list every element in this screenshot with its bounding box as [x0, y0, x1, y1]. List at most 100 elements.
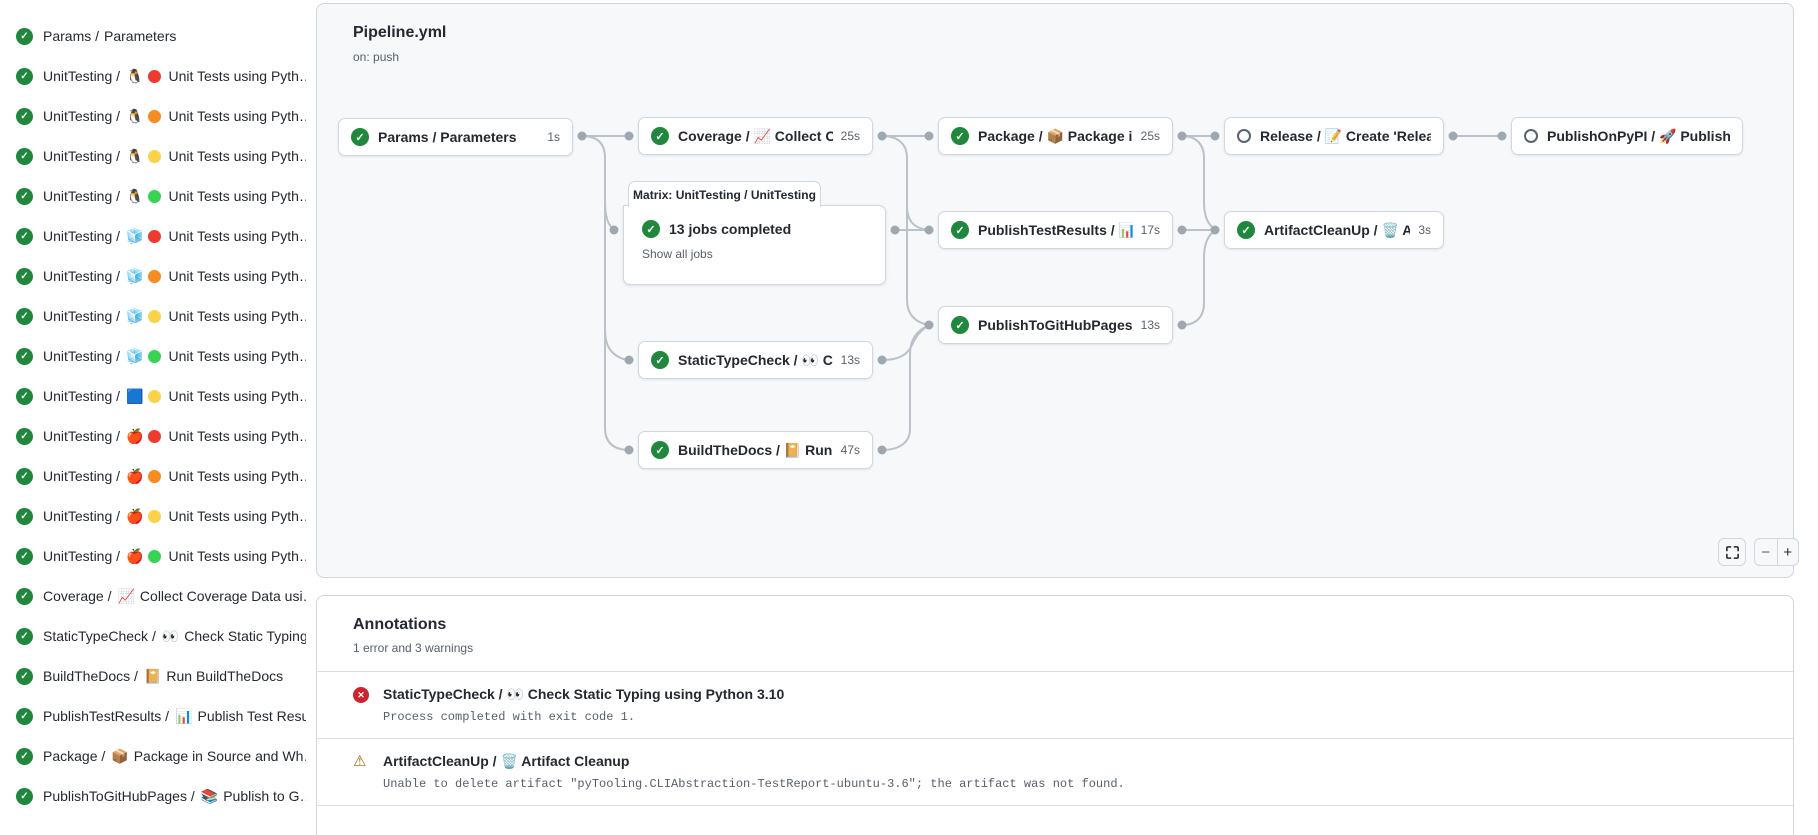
job-step-label: Unit Tests using Pyth… [168, 188, 306, 204]
sidebar-job-item[interactable]: ✓UnitTesting /🍎Unit Tests using Pyth… [0, 456, 316, 496]
graph-node-publishtogithubpages[interactable]: ✓ PublishToGitHubPages / 📚 … 13s [938, 306, 1173, 344]
sidebar-job-item[interactable]: ✓UnitTesting /🧊Unit Tests using Pyth… [0, 336, 316, 376]
check-success-icon: ✓ [651, 441, 669, 459]
matrix-group-box[interactable]: ✓ 13 jobs completed Show all jobs [623, 205, 886, 285]
sidebar-job-item[interactable]: ✓StaticTypeCheck /👀Check Static Typing… [0, 616, 316, 656]
python-version-dot-icon [148, 230, 161, 243]
sidebar-job-item[interactable]: ✓UnitTesting /🐧Unit Tests using Pyth… [0, 176, 316, 216]
check-success-icon: ✓ [16, 708, 33, 725]
python-version-dot-icon [148, 150, 161, 163]
sidebar-job-item[interactable]: ✓UnitTesting /🧊Unit Tests using Pyth… [0, 296, 316, 336]
sidebar-job-item[interactable]: ✓UnitTesting /🧊Unit Tests using Pyth… [0, 216, 316, 256]
job-step-label: Publish Test Resu… [198, 708, 307, 724]
job-name-prefix: UnitTesting / [43, 148, 120, 164]
node-label: PublishToGitHubPages / 📚 … [978, 317, 1133, 334]
check-success-icon: ✓ [16, 228, 33, 245]
job-step-label: Publish to G… [223, 788, 306, 804]
job-step-label: Parameters [104, 28, 176, 44]
sidebar-job-item[interactable]: ✓UnitTesting /🐧Unit Tests using Pyth… [0, 96, 316, 136]
job-name-prefix: UnitTesting / [43, 308, 120, 324]
sidebar-job-label: UnitTesting /🐧Unit Tests using Pyth… [43, 148, 306, 165]
sidebar-job-label: UnitTesting /🐧Unit Tests using Pyth… [43, 108, 306, 125]
sidebar-job-item[interactable]: ✓UnitTesting /🐧Unit Tests using Pyth… [0, 56, 316, 96]
node-duration: 17s [1141, 223, 1160, 237]
python-version-dot-icon [148, 110, 161, 123]
sidebar-job-item[interactable]: ✓Package /📦Package in Source and Wh… [0, 736, 316, 776]
sidebar-job-item[interactable]: ✓UnitTesting /🧊Unit Tests using Pyth… [0, 256, 316, 296]
node-label: PublishOnPyPI / 🚀 Publish to … [1547, 128, 1730, 145]
platform-icon: 🍎 [126, 428, 143, 445]
check-success-icon: ✓ [16, 388, 33, 405]
node-label: PublishTestResults / 📊 Pu… [978, 222, 1133, 239]
node-duration: 13s [1141, 318, 1160, 332]
job-step-label: Unit Tests using Pyth… [168, 428, 306, 444]
job-name-prefix: StaticTypeCheck / [43, 628, 156, 644]
show-all-jobs-link[interactable]: Show all jobs [642, 247, 867, 261]
platform-icon: 🧊 [126, 308, 143, 325]
graph-node-params[interactable]: ✓Params / Parameters1s [338, 118, 573, 156]
platform-icon: 📈 [117, 588, 134, 605]
job-name-prefix: UnitTesting / [43, 228, 120, 244]
fullscreen-icon [1725, 545, 1740, 560]
sidebar-job-item[interactable]: ✓ PublishToGitHubPages /📚Publish to G… [0, 776, 316, 816]
platform-icon: 🍎 [126, 468, 143, 485]
sidebar-job-label: StaticTypeCheck /👀Check Static Typing… [43, 628, 306, 645]
sidebar-job-label: Coverage /📈Collect Coverage Data usi… [43, 588, 306, 605]
node-duration: 3s [1418, 223, 1431, 237]
zoom-in-button[interactable]: + [1777, 539, 1799, 565]
annotation-row-warning: ⚠ArtifactCleanUp / 🗑️ Artifact CleanupUn… [317, 738, 1793, 805]
job-step-label: Unit Tests using Pyth… [168, 108, 306, 124]
check-success-icon: ✓ [16, 668, 33, 685]
check-success-icon: ✓ [16, 348, 33, 365]
graph-node-buildthedocs[interactable]: ✓BuildTheDocs / 📔 Run Buil…47s [638, 431, 873, 469]
job-name-prefix: PublishToGitHubPages / [43, 788, 195, 804]
check-success-icon: ✓ [651, 351, 669, 369]
node-duration: 25s [841, 129, 860, 143]
sidebar-job-label: PublishToGitHubPages /📚Publish to G… [43, 788, 306, 805]
sidebar-job-item[interactable]: ✓UnitTesting /🍎Unit Tests using Pyth… [0, 496, 316, 536]
sidebar-job-item[interactable]: ✓Params /Parameters [0, 16, 316, 56]
fullscreen-button[interactable] [1718, 538, 1746, 566]
warning-triangle-icon: ⚠ [353, 754, 371, 770]
job-name-prefix: UnitTesting / [43, 468, 120, 484]
job-step-label: Unit Tests using Pyth… [168, 308, 306, 324]
job-step-label: Unit Tests using Pyth… [168, 508, 306, 524]
sidebar-job-item[interactable]: ✓BuildTheDocs /📔Run BuildTheDocs [0, 656, 316, 696]
platform-icon: 🍎 [126, 508, 143, 525]
check-success-icon: ✓ [16, 588, 33, 605]
graph-node-publishonpypi[interactable]: PublishOnPyPI / 🚀 Publish to … [1511, 117, 1743, 155]
annotations-subtitle: 1 error and 3 warnings [353, 641, 1757, 655]
sidebar-job-label: UnitTesting /🍎Unit Tests using Pyth… [43, 508, 306, 525]
sidebar-job-item[interactable]: ✓UnitTesting /🐧Unit Tests using Pyth… [0, 136, 316, 176]
workflow-file-title: Pipeline.yml [353, 24, 446, 42]
graph-node-publishtestresults[interactable]: ✓PublishTestResults / 📊 Pu…17s [938, 211, 1173, 249]
graph-node-coverage[interactable]: ✓Coverage / 📈 Collect Cove…25s [638, 117, 873, 155]
sidebar-job-label: UnitTesting /🍎Unit Tests using Pyth… [43, 428, 306, 445]
python-version-dot-icon [148, 470, 161, 483]
sidebar-job-item[interactable]: ✓UnitTesting /🍎Unit Tests using Pyth… [0, 536, 316, 576]
graph-node-statictypecheck[interactable]: ✓StaticTypeCheck / 👀 Chec…13s [638, 341, 873, 379]
graph-node-artifactcleanup[interactable]: ✓ArtifactCleanUp / 🗑️ Artifac…3s [1224, 211, 1444, 249]
python-version-dot-icon [148, 190, 161, 203]
sidebar-job-item[interactable]: ✓Coverage /📈Collect Coverage Data usi… [0, 576, 316, 616]
sidebar-job-item[interactable]: ✓UnitTesting /🟦Unit Tests using Pyth… [0, 376, 316, 416]
sidebar-job-item[interactable]: ✓PublishTestResults /📊Publish Test Resu… [0, 696, 316, 736]
job-name-prefix: UnitTesting / [43, 348, 120, 364]
check-success-icon: ✓ [642, 220, 660, 238]
platform-icon: 📦 [111, 748, 128, 765]
check-success-icon: ✓ [951, 316, 969, 334]
check-success-icon: ✓ [16, 788, 33, 805]
job-name-prefix: Coverage / [43, 588, 111, 604]
sidebar-job-item[interactable]: ✓UnitTesting /🍎Unit Tests using Pyth… [0, 416, 316, 456]
python-version-dot-icon [148, 350, 161, 363]
zoom-controls: − + [1754, 538, 1799, 566]
graph-node-package[interactable]: ✓Package / 📦 Package in So…25s [938, 117, 1173, 155]
python-version-dot-icon [148, 270, 161, 283]
job-name-prefix: UnitTesting / [43, 268, 120, 284]
job-step-label: Package in Source and Wh… [134, 748, 306, 764]
job-step-label: Unit Tests using Pyth… [168, 148, 306, 164]
check-success-icon: ✓ [351, 128, 369, 146]
node-label: Release / 📝 Create 'Release P… [1260, 128, 1431, 145]
graph-node-release[interactable]: Release / 📝 Create 'Release P… [1224, 117, 1444, 155]
zoom-out-button[interactable]: − [1755, 539, 1777, 565]
